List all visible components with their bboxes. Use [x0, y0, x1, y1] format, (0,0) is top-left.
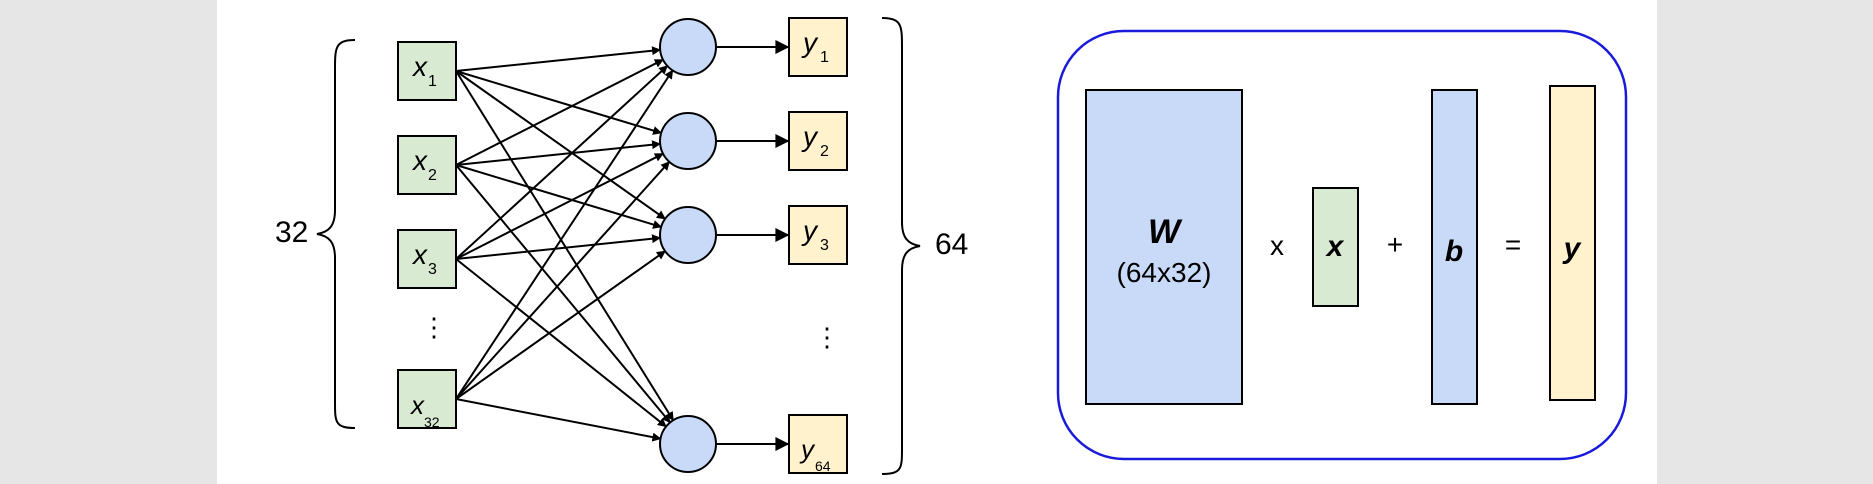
connection-edge	[455, 164, 663, 229]
input-ellipsis: ⋮	[421, 312, 447, 342]
output-subscript: 3	[820, 237, 829, 254]
input-var: x	[411, 51, 428, 82]
output-node-y2: y 2	[788, 111, 848, 171]
neuron-64	[659, 415, 717, 473]
input-node-x32: x 32	[397, 369, 457, 430]
input-count-label: 32	[275, 216, 308, 249]
output-var: y	[801, 215, 819, 246]
output-node-y3: y 3	[788, 205, 848, 265]
connection-edge	[455, 152, 664, 260]
input-subscript: 32	[424, 414, 440, 430]
equals-operator: =	[1505, 229, 1521, 260]
times-operator: x	[1270, 230, 1284, 261]
output-subscript: 2	[820, 143, 829, 160]
input-brace	[316, 39, 356, 429]
input-vector-box: x	[1312, 187, 1359, 307]
output-vector-label: y	[1562, 232, 1582, 265]
weight-matrix-dims: (64x32)	[1117, 257, 1212, 288]
output-arrows	[716, 40, 790, 451]
bias-vector-label: b	[1445, 235, 1463, 268]
connection-edge	[455, 70, 663, 135]
output-var: y	[801, 27, 819, 58]
connection-edge	[455, 234, 662, 260]
connection-edge	[455, 258, 667, 428]
input-subscript: 1	[428, 73, 437, 90]
output-count-label: 64	[935, 228, 968, 261]
weight-matrix-box: W (64x32)	[1085, 89, 1243, 405]
output-node-y64: y 64	[788, 414, 848, 474]
neuron-1	[659, 18, 717, 76]
input-subscript: 2	[428, 167, 437, 184]
bias-vector-box: b	[1431, 89, 1478, 405]
output-vector-box: y	[1549, 85, 1596, 401]
output-subscript: 64	[815, 458, 831, 474]
input-node-x3: x 3	[397, 229, 457, 289]
input-var: x	[411, 239, 428, 270]
connection-edge	[455, 58, 664, 166]
input-subscript: 3	[428, 261, 437, 278]
connection-edge	[455, 69, 674, 400]
connection-edge	[455, 46, 662, 72]
input-vector-label: x	[1325, 230, 1345, 263]
input-var: x	[411, 145, 428, 176]
output-ellipsis: ⋮	[814, 322, 840, 352]
output-brace	[881, 17, 921, 475]
input-node-x1: x 1	[397, 41, 457, 101]
output-var: y	[799, 434, 816, 464]
network-diagram: 32 64 x 1 x 2 x 3 ⋮ x 32 y 1 y 2 y	[275, 17, 1628, 475]
plus-operator: +	[1387, 229, 1403, 260]
output-var: y	[801, 121, 819, 152]
input-node-x2: x 2	[397, 135, 457, 195]
weight-matrix-label: W	[1148, 213, 1183, 251]
input-var: x	[409, 390, 425, 420]
connection-edge	[455, 250, 666, 400]
connection-edge	[455, 70, 675, 421]
page: 32 64 x 1 x 2 x 3 ⋮ x 32 y 1 y 2 y	[217, 0, 1657, 484]
neuron-2	[659, 112, 717, 170]
connection-edge	[455, 70, 666, 220]
neuron-3	[659, 206, 717, 264]
equation-frame	[1056, 29, 1628, 461]
output-node-y1: y 1	[788, 17, 848, 77]
weight-connections	[455, 46, 675, 442]
connection-edge	[455, 161, 671, 400]
connection-edge	[455, 65, 669, 260]
output-subscript: 1	[820, 49, 829, 66]
connection-edge	[455, 164, 671, 424]
connection-edge	[455, 140, 662, 166]
connection-edge	[455, 398, 662, 442]
